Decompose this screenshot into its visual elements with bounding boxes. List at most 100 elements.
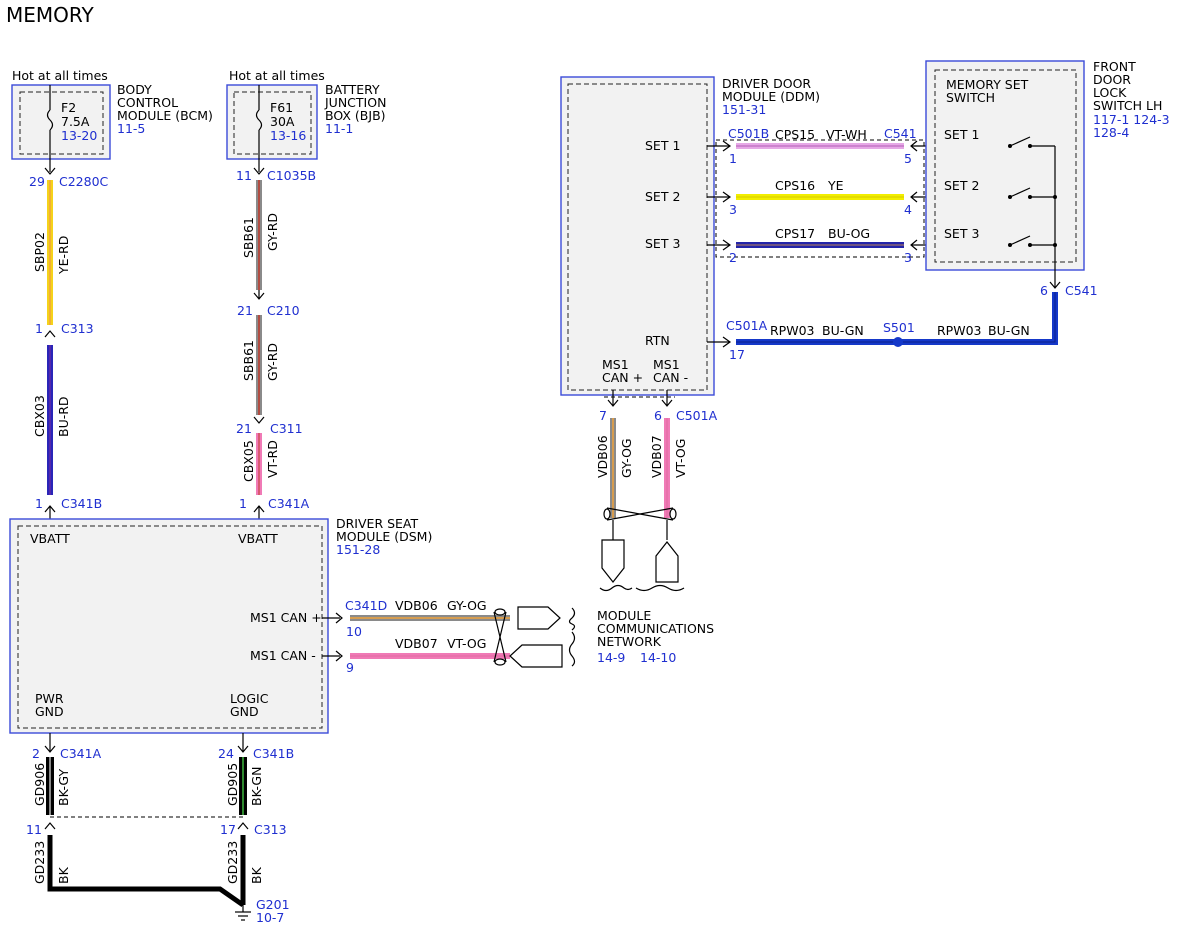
network-line2: COMMUNICATIONS — [597, 621, 714, 636]
c501b-pin2: 2 — [729, 250, 737, 265]
ddm-pin-rtn: RTN — [645, 333, 670, 348]
page-title: MEMORY — [6, 3, 95, 27]
twisted-pair-icon — [603, 507, 677, 521]
ddm-can-minus-2: CAN - — [653, 370, 688, 385]
bjb-inner-box — [233, 91, 312, 155]
dsm-can-plus: MS1 CAN + — [250, 610, 322, 625]
network-ref2: 14-10 — [640, 650, 676, 665]
ground-name: G201 — [256, 897, 290, 912]
c1035b-pin: 11 — [236, 168, 252, 183]
c341d-pin-minus: 9 — [346, 660, 354, 675]
c2280c-name: C2280C — [59, 174, 109, 189]
c210-name: C210 — [267, 303, 300, 318]
gd906-color: BK-GY — [56, 769, 71, 806]
bcm-ref: 11-5 — [117, 121, 145, 136]
bjb-name-line1: BATTERY — [325, 82, 380, 97]
bcm-inner-box — [19, 91, 104, 155]
network-line1: MODULE — [597, 608, 651, 623]
bjb-name-line3: BOX (BJB) — [325, 108, 386, 123]
cps16-color: YE — [827, 178, 844, 193]
c541-pin5: 5 — [904, 151, 912, 166]
gd905-color: BK-GN — [249, 767, 264, 806]
c341b-top-name: C341B — [61, 496, 102, 511]
c501a-can-name: C501A — [676, 408, 718, 423]
vdb06-h-circuit: VDB06 — [395, 598, 438, 613]
c541-pin3: 3 — [904, 250, 912, 265]
dsm-pwr-gnd-1: PWR — [35, 691, 64, 706]
c210-pin: 21 — [237, 303, 253, 318]
dsm-module-box — [9, 518, 329, 734]
c1035b-name: C1035B — [267, 168, 316, 183]
bcm-fuse-rating: 7.5A — [61, 114, 90, 129]
vdb07-v-circuit: VDB07 — [649, 435, 664, 478]
c541-name: C541 — [884, 126, 917, 141]
gd233-r-circuit: GD233 — [225, 841, 240, 884]
ddm-pin-set3: SET 3 — [645, 236, 680, 251]
c313-bot-pin: 17 — [220, 822, 236, 837]
ddm-name-line2: MODULE (DDM) — [722, 89, 820, 104]
fuse-icon — [255, 109, 263, 131]
c341b-bot-name: C341B — [253, 746, 294, 761]
sbb61-a-color: GY-RD — [265, 213, 280, 251]
cbx03-color: BU-RD — [56, 396, 71, 437]
ddm-can-plus-1: MS1 — [602, 357, 629, 372]
ddm-module-box — [560, 76, 715, 396]
switch-outer-line1: FRONT — [1093, 59, 1136, 74]
c313-top-name: C313 — [61, 321, 94, 336]
dsm-name-line1: DRIVER SEAT — [336, 516, 419, 531]
dsm-can-minus: MS1 CAN - — [250, 648, 316, 663]
c501b-pin1: 1 — [729, 151, 737, 166]
fuse-icon — [46, 109, 54, 131]
switch-module-box — [925, 60, 1085, 271]
switch-inner-box — [934, 69, 1077, 263]
c2280c-pin: 29 — [29, 174, 45, 189]
c341b-top-pin: 1 — [35, 496, 43, 511]
vdb07-v-color: VT-OG — [673, 439, 688, 478]
dsm-pwr-gnd-2: GND — [35, 704, 64, 719]
dsm-ref: 151-28 — [336, 542, 380, 557]
c313-bot-name: C313 — [254, 822, 287, 837]
c501b-name: C501B — [728, 126, 769, 141]
bcm-hot-label: Hot at all times — [12, 68, 108, 83]
gd906-circuit: GD906 — [32, 763, 47, 806]
c541-rtn-pin: 6 — [1040, 283, 1048, 298]
dsm-logic-gnd-2: GND — [230, 704, 259, 719]
vdb06-v-circuit: VDB06 — [595, 435, 610, 478]
cps15-circuit: CPS15 — [775, 127, 815, 142]
c311-name: C311 — [270, 421, 303, 436]
bjb-hot-label: Hot at all times — [229, 68, 325, 83]
network-line3: NETWORK — [597, 634, 662, 649]
dsm-logic-gnd-1: LOGIC — [230, 691, 269, 706]
sbb61-a-circuit: SBB61 — [241, 217, 256, 258]
c341a-bot-name: C341A — [60, 746, 102, 761]
bcm-name-line1: BODY — [117, 82, 152, 97]
network-connector-icon — [509, 644, 563, 668]
cps17-color: BU-OG — [828, 226, 870, 241]
bjb-fuse-name: F61 — [270, 100, 293, 115]
switch-pin-set1: SET 1 — [944, 127, 979, 142]
network-connector-icon — [517, 606, 561, 630]
vdb06-h-color: GY-OG — [447, 598, 487, 613]
splice-dot-icon — [893, 337, 903, 347]
ground-icon — [235, 905, 251, 921]
switch-outer-line4: SWITCH LH — [1093, 98, 1162, 113]
c341d-name: C341D — [345, 598, 387, 613]
dsm-vbatt-right: VBATT — [238, 531, 278, 546]
cps16-circuit: CPS16 — [775, 178, 815, 193]
switch-inner-line1: MEMORY SET — [946, 77, 1029, 92]
switch-ref1: 117-1 124-3 — [1093, 112, 1170, 127]
network-connector-icon — [601, 539, 625, 583]
sbp02-circuit: SBP02 — [32, 232, 47, 272]
cbx05-color: VT-RD — [265, 440, 280, 478]
vdb06-v-color: GY-OG — [619, 438, 634, 478]
switch-icon — [1008, 136, 1057, 288]
c311-pin: 21 — [236, 421, 252, 436]
sbb61-b-color: GY-RD — [265, 343, 280, 381]
switch-outer-line3: LOCK — [1093, 85, 1127, 100]
vdb07-h-circuit: VDB07 — [395, 636, 438, 651]
splice-label: S501 — [883, 320, 915, 335]
network-ref1: 14-9 — [597, 650, 625, 665]
sbb61-b-circuit: SBB61 — [241, 340, 256, 381]
dsm-vbatt-left: VBATT — [30, 531, 70, 546]
ddm-inner-box — [567, 83, 708, 391]
